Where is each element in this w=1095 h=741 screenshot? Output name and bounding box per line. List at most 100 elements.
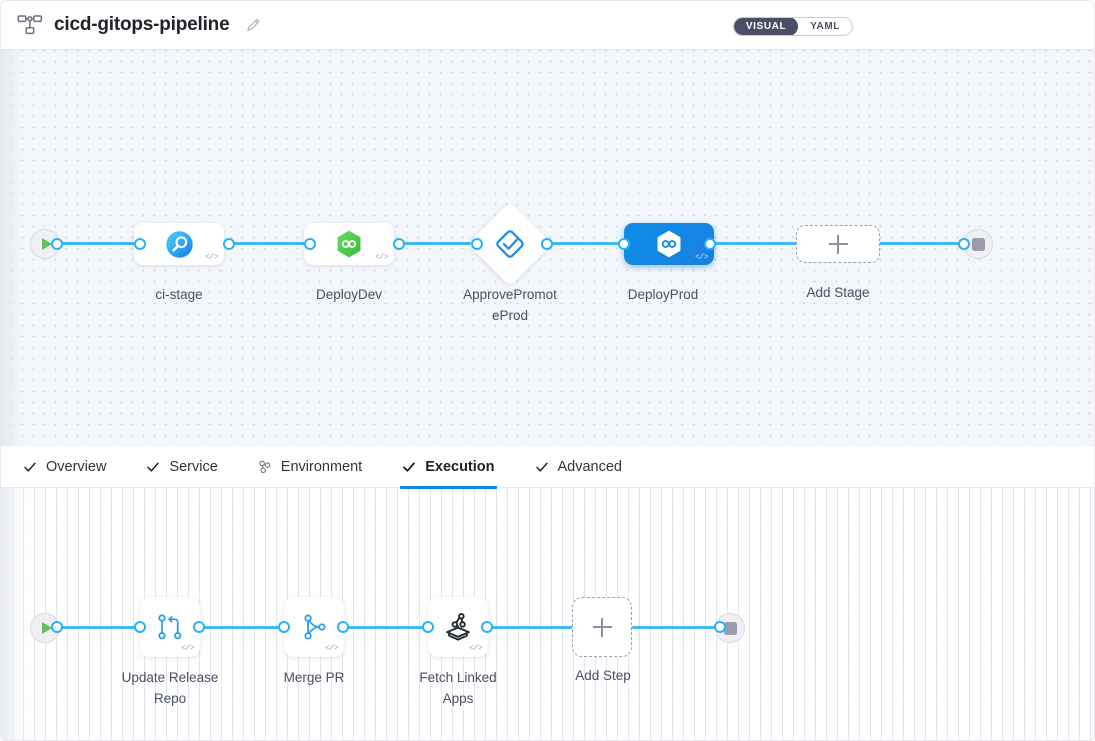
- view-mode-toggle[interactable]: VISUAL YAML: [732, 17, 853, 36]
- port-exec-start-out[interactable]: [51, 621, 63, 633]
- execution-end-node[interactable]: [715, 613, 745, 643]
- code-badge: </>: [375, 253, 388, 262]
- stop-icon: [723, 621, 737, 635]
- code-badge: </>: [695, 253, 708, 262]
- port-fetch-linked-apps-out[interactable]: [481, 621, 493, 633]
- header-left-group: cicd-gitops-pipeline: [17, 14, 261, 36]
- stage-node-ci-stage[interactable]: </>: [134, 223, 224, 265]
- pencil-icon[interactable]: [246, 18, 261, 33]
- approval-icon-wrap: [480, 214, 540, 274]
- stage-canvas[interactable]: </> ci-stage: [1, 50, 1094, 446]
- harness-cd-hexagon-icon: [657, 230, 681, 258]
- pipeline-flow-icon: [17, 14, 43, 36]
- tab-advanced[interactable]: Advanced: [535, 446, 623, 488]
- port-deployprod-out[interactable]: [704, 238, 716, 250]
- tab-environment[interactable]: Environment: [258, 446, 362, 488]
- stage-config-tabs: Overview Service Environment: [1, 446, 1094, 489]
- check-icon: [402, 460, 416, 474]
- step-label-line2: Repo: [153, 691, 187, 706]
- stage-label-deploy-prod: DeployProd: [627, 287, 699, 302]
- tab-label-overview: Overview: [46, 458, 107, 475]
- stage-node-deploy-dev[interactable]: </>: [304, 223, 394, 265]
- port-fetch-linked-apps-in[interactable]: [422, 621, 434, 633]
- edge-add-step-to-end: [632, 626, 722, 629]
- page-title: cicd-gitops-pipeline: [54, 14, 230, 35]
- step-label-merge-pr: Merge PR: [283, 670, 345, 685]
- gitops-fetch-apps-icon: [446, 613, 470, 641]
- step-label-fetch-linked-apps: Fetch Linked Apps: [393, 667, 523, 709]
- step-label-line1: Update Release: [121, 670, 219, 685]
- approval-diamond-icon: [496, 230, 524, 258]
- port-deploydev-out[interactable]: [393, 238, 405, 250]
- stage-label-deploy-dev: DeployDev: [315, 287, 383, 302]
- port-update-release-repo-in[interactable]: [134, 621, 146, 633]
- edge-start-to-update-release-repo: [58, 626, 144, 629]
- edge-approval-to-deployprod: [547, 242, 634, 245]
- stop-icon: [971, 237, 985, 251]
- step-label-line1: Fetch Linked: [419, 670, 497, 685]
- edge-ci-to-deploydev: [229, 242, 319, 245]
- code-badge: </>: [181, 644, 194, 653]
- play-icon: [41, 238, 52, 250]
- add-step-button[interactable]: [572, 597, 632, 657]
- step-node-merge-pr[interactable]: </>: [284, 597, 344, 657]
- stage-node-layer: </> ci-stage: [1, 50, 1094, 446]
- edge-deployprod-to-addstage: [710, 242, 800, 245]
- step-node-fetch-linked-apps[interactable]: </>: [428, 597, 488, 657]
- add-stage-label: Add Stage: [806, 285, 870, 300]
- step-label-update-release-repo: Update Release Repo: [105, 667, 235, 709]
- pipeline-end-node[interactable]: [963, 229, 993, 259]
- plus-icon: [592, 617, 612, 637]
- stage-label-approve-promote-prod: ApprovePromot eProd: [445, 284, 575, 326]
- edge-deploydev-to-approval: [399, 242, 477, 245]
- port-merge-pr-in[interactable]: [278, 621, 290, 633]
- tab-label-environment: Environment: [280, 458, 363, 475]
- tab-execution[interactable]: Execution: [400, 446, 497, 489]
- port-start-out[interactable]: [51, 238, 63, 250]
- toggle-visual[interactable]: VISUAL: [733, 18, 799, 35]
- tab-service[interactable]: Service: [146, 446, 218, 488]
- port-exec-end-in[interactable]: [714, 621, 726, 633]
- check-icon: [535, 460, 549, 474]
- stage-label-line1: ApprovePromot: [463, 287, 557, 302]
- code-badge: </>: [469, 644, 482, 653]
- tab-label-service: Service: [169, 458, 218, 475]
- check-icon: [146, 460, 160, 474]
- environment-cluster-icon: [258, 460, 272, 474]
- port-approval-in[interactable]: [471, 238, 483, 250]
- header-bar: cicd-gitops-pipeline VISUAL YAML: [1, 1, 1094, 50]
- port-end-in[interactable]: [958, 238, 970, 250]
- git-update-release-repo-icon: [158, 614, 182, 640]
- play-icon: [41, 622, 52, 634]
- port-deployprod-in[interactable]: [618, 238, 630, 250]
- harness-cd-hexagon-icon: [337, 230, 361, 258]
- edge-start-to-ci: [58, 242, 144, 245]
- stage-node-deploy-prod[interactable]: </>: [624, 223, 714, 265]
- edge-merge-pr-to-fetch-linked-apps: [343, 626, 431, 629]
- step-label-line2: Apps: [442, 691, 474, 706]
- add-stage-button[interactable]: [796, 225, 880, 263]
- edge-fetch-linked-apps-to-add-step: [487, 626, 573, 629]
- edge-addstage-to-end: [877, 242, 973, 245]
- harness-ci-icon: [165, 230, 193, 258]
- port-merge-pr-out[interactable]: [337, 621, 349, 633]
- port-ci-out[interactable]: [223, 238, 235, 250]
- toggle-yaml[interactable]: YAML: [810, 21, 840, 32]
- tab-overview[interactable]: Overview: [23, 446, 106, 488]
- stage-label-ci-stage: ci-stage: [155, 287, 203, 302]
- execution-node-layer: </> Update Release Repo: [1, 488, 1094, 740]
- code-badge: </>: [205, 253, 218, 262]
- step-node-update-release-repo[interactable]: </>: [140, 597, 200, 657]
- port-ci-in[interactable]: [134, 238, 146, 250]
- plus-icon: [828, 234, 848, 254]
- add-step-label: Add Step: [575, 668, 631, 683]
- execution-canvas[interactable]: </> Update Release Repo: [1, 488, 1094, 740]
- code-badge: </>: [325, 644, 338, 653]
- port-deploydev-in[interactable]: [304, 238, 316, 250]
- port-approval-out[interactable]: [541, 238, 553, 250]
- tab-label-advanced: Advanced: [557, 458, 623, 475]
- git-branch-merge-icon: [304, 614, 326, 640]
- port-update-release-repo-out[interactable]: [193, 621, 205, 633]
- edge-update-release-repo-to-merge-pr: [199, 626, 287, 629]
